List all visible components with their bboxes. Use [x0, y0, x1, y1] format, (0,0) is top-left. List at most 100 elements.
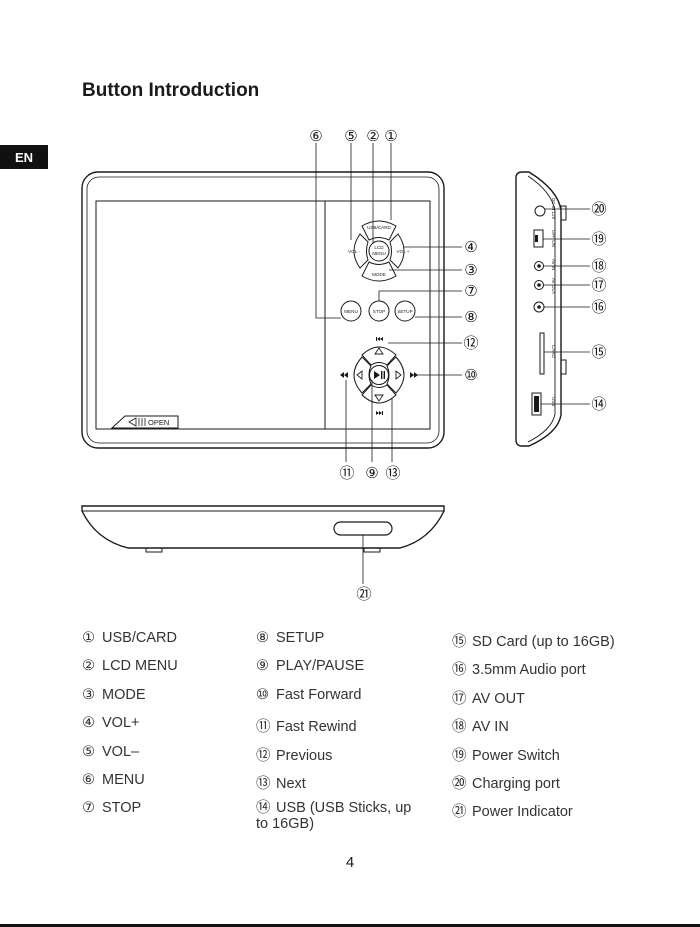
open-arrow-icon: [128, 417, 137, 427]
legend-text: LCD MENU: [102, 658, 178, 675]
rewind-icon: [340, 372, 348, 378]
control-panel: [324, 200, 431, 430]
leader-7: [378, 290, 462, 301]
menu-button: [340, 300, 362, 322]
setup-label: SETUP: [397, 309, 412, 314]
legend-text: AV IN: [472, 719, 509, 736]
legend-text: USB/CARD: [102, 630, 177, 646]
up-triangle-icon: [374, 347, 384, 355]
legend-text: Next: [276, 775, 306, 792]
skip-next-icon: [376, 411, 383, 415]
legend-item: ⑬ Next: [256, 772, 416, 800]
page-number: 4: [345, 854, 355, 871]
usb-card-label: USB/CARD: [367, 225, 391, 230]
language-tab: EN: [0, 145, 48, 169]
av-in-label: AV IN: [551, 259, 556, 270]
legend-text: SETUP: [276, 630, 325, 646]
play-icon: [374, 371, 380, 379]
av-out-label: AV OUT: [551, 278, 556, 295]
open-label: OPEN: [148, 418, 169, 427]
callout-3: ③: [464, 262, 477, 279]
legend-number: ②: [82, 658, 95, 675]
legend-number: ⑲: [452, 747, 467, 764]
legend-number: ⑦: [82, 800, 95, 817]
callout-7: ⑦: [464, 283, 477, 300]
legend-text: VOL+: [102, 715, 140, 732]
callout-15: ⑮: [591, 344, 606, 361]
legend-text: SD Card (up to 16GB): [472, 634, 615, 650]
callout-12: ⑫: [463, 335, 478, 352]
legend-number: ⑰: [452, 690, 467, 707]
callout-13: ⑬: [385, 465, 400, 482]
legend-item: ㉑ Power Indicator: [452, 800, 615, 828]
legend-number: ⑯: [452, 662, 467, 679]
bottom-divider: [0, 924, 700, 927]
legend-text: MENU: [102, 771, 145, 788]
vol-plus-button: [389, 233, 405, 269]
legend-item: ⑳ Charging port: [452, 772, 615, 800]
left-triangle-icon: [356, 370, 363, 380]
legend-text: Fast Rewind: [276, 719, 357, 736]
vol-minus-label: VOL -: [348, 249, 360, 254]
legend-number: ㉑: [452, 804, 467, 821]
skip-previous-icon: [376, 337, 383, 341]
lcd-menu-button: [368, 240, 390, 262]
callout-8: ⑧: [464, 309, 477, 326]
callout-20: ⑳: [591, 201, 606, 218]
callout-4: ④: [464, 239, 477, 256]
power-switch: [533, 229, 544, 248]
legend-number: ⑥: [82, 771, 95, 788]
callout-21: ㉑: [356, 586, 371, 603]
device-body-bottom: [81, 505, 445, 549]
legend-text: Previous: [276, 747, 333, 764]
fast-rewind-button: [353, 356, 372, 394]
legend-number: ⑨: [256, 658, 269, 675]
legend-number: ④: [82, 715, 95, 732]
power-indicator: [333, 521, 393, 536]
callout-10: ⑩: [464, 367, 477, 384]
usb-label: USB: [551, 397, 556, 406]
leader-6: [315, 143, 341, 319]
legend-number: ⑫: [256, 747, 271, 764]
legend-item: ② LCD MENU: [82, 658, 178, 686]
callout-18: ⑱: [591, 258, 606, 275]
legend-text: Power Indicator: [472, 804, 573, 821]
legend-item: ④ VOL+: [82, 715, 178, 743]
device-bezel: [86, 176, 440, 444]
legend-number: ①: [82, 630, 95, 646]
legend-text: USB (USB Sticks, up to 16GB): [256, 800, 412, 833]
switch-label: OFF ON: [551, 230, 556, 247]
legend-text: VOL–: [102, 743, 140, 760]
legend-number: ⑬: [256, 775, 271, 792]
fast-forward-button: [386, 356, 405, 394]
screen: [95, 200, 326, 430]
legend-number: ⑳: [452, 775, 467, 792]
device-body-front: [81, 171, 445, 449]
callout-1: ①: [384, 128, 397, 145]
charging-port: [534, 205, 546, 217]
legend-text: Charging port: [472, 775, 560, 792]
callout-5: ⑤: [344, 128, 357, 145]
previous-button: [361, 346, 397, 366]
down-triangle-icon: [374, 394, 384, 402]
callout-11: ⑪: [339, 465, 354, 482]
legend-number: ⑧: [256, 630, 269, 646]
device-body-side: [515, 171, 562, 447]
legend-number: ⑩: [256, 686, 269, 703]
setup-button: [394, 300, 416, 322]
callout-14: ⑭: [591, 396, 606, 413]
legend-number: ⑭: [256, 800, 271, 817]
legend-item: ⑧ SETUP: [256, 630, 416, 658]
legend-item: ⑩ Fast Forward: [256, 687, 416, 715]
vol-plus-label: VOL +: [397, 249, 410, 254]
legend-number: ⑮: [452, 634, 467, 650]
legend-text: Fast Forward: [276, 686, 362, 703]
